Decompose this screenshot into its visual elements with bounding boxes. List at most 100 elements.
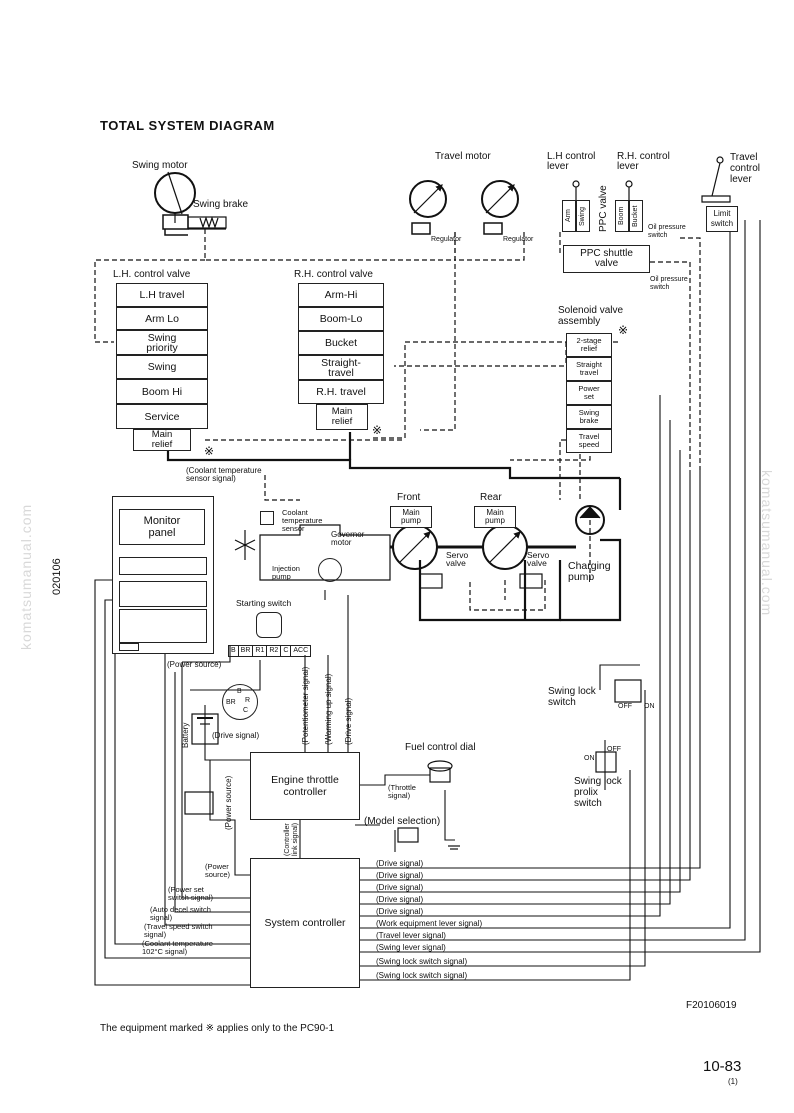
terminal-r1: R1 [253, 646, 268, 656]
monitor-gauge-row [119, 581, 207, 607]
model-selection-label: (Model selection) [364, 816, 441, 827]
monitor-panel-frame: Monitor panel [112, 496, 214, 654]
lh-cell-arm-lo: Arm Lo [116, 307, 208, 330]
rear-pump-label: Rear [480, 492, 502, 503]
oil-pressure-switch-top: Oil pressure switch [648, 224, 686, 239]
left-signal-power-source: (Power source) [205, 862, 231, 879]
solenoid-cell-power-set: Power set [566, 381, 612, 405]
servo-valve-front-label: Servo valve [446, 550, 469, 568]
swing-lock-off: OFF [618, 703, 632, 710]
right-signal-3: (Drive signal) [376, 895, 424, 904]
swing-lock-on: ON [644, 703, 655, 710]
drive-signal-battery: (Drive signal) [212, 731, 260, 740]
right-signal-8: (Swing lock switch signal) [376, 957, 468, 966]
right-signal-6: (Travel lever signal) [376, 931, 446, 940]
left-signal-coolant: (Coolant temperature 102°C signal) [142, 939, 213, 956]
oil-pressure-switch-bottom: Oil pressure switch [650, 276, 688, 291]
prolix-off: OFF [607, 746, 621, 753]
lh-main-relief: Main relief [133, 429, 191, 451]
servo-valve-rear-label: Servo valve [527, 550, 550, 568]
swing-motor-label: Swing motor [132, 160, 188, 171]
power-source-side-label: (Power source) [224, 775, 233, 830]
charging-pump-label: Charging pump [568, 560, 611, 583]
mark-solenoid: ※ [618, 323, 629, 337]
solenoid-cell-2-stage-relief: 2-stage relief [566, 333, 612, 357]
throttle-signal-label: (Throttle signal) [388, 783, 416, 800]
swing-brake-label: Swing brake [193, 199, 249, 210]
monitor-panel-screen: Monitor panel [119, 509, 205, 545]
right-signal-4: (Drive signal) [376, 907, 424, 916]
monitor-connector [119, 643, 139, 651]
ppc-cell-swing: Swing [576, 200, 590, 232]
right-signal-5: (Work equipment lever signal) [376, 919, 483, 928]
injection-pump-label: Injection pump [272, 564, 300, 581]
rh-cell-bucket: Bucket [298, 331, 384, 355]
key-switch-icon [256, 612, 282, 638]
warming-up-signal: (Warming up signal) [324, 673, 333, 745]
lh-cell-boom-hi: Boom Hi [116, 379, 208, 404]
rh-cell-arm-hi: Arm-Hi [298, 283, 384, 307]
starting-switch-terminals: B BR R1 R2 C ACC [228, 645, 312, 657]
coolant-sensor-box [260, 511, 274, 525]
rh-main-relief: Main relief [316, 404, 368, 430]
coolant-signal-label: (Coolant temperature sensor signal) [186, 466, 262, 483]
right-signal-0: (Drive signal) [376, 859, 424, 868]
travel-motor-label: Travel motor [435, 151, 491, 162]
page-title: TOTAL SYSTEM DIAGRAM [100, 118, 275, 133]
ppc-valve-label: PPC valve [598, 185, 609, 232]
ppc-shuttle-valve: PPC shuttle valve [563, 245, 650, 273]
right-signal-9: (Swing lock switch signal) [376, 971, 468, 980]
solenoid-cell-swing-brake: Swing brake [566, 405, 612, 429]
controller-link-signal: (Controller link signal) [284, 822, 299, 856]
rotor-br: BR [226, 699, 236, 706]
rh-cell-boom-lo: Boom-Lo [298, 307, 384, 331]
right-signal-2: (Drive signal) [376, 883, 424, 892]
footnote: The equipment marked ※ applies only to t… [100, 1023, 335, 1034]
lh-cell-swing-priority: Swing priority [116, 330, 208, 355]
starting-switch-rotor: B BR R C [222, 684, 258, 720]
left-signal-auto-decel: (Auto decel switch signal) [150, 905, 211, 922]
left-signal-power-set: (Power set switch signal) [168, 885, 214, 902]
lh-cell-swing: Swing [116, 355, 208, 379]
lh-control-valve-label: L.H. control valve [113, 269, 191, 280]
swing-lock-switch-label: Swing lock switch [548, 686, 596, 708]
page-sub: (1) [728, 1077, 738, 1086]
right-signal-7: (Swing lever signal) [376, 943, 446, 952]
rh-cell-rh-travel: R.H. travel [298, 380, 384, 404]
monitor-switch-row [119, 609, 207, 643]
right-signal-1: (Drive signal) [376, 871, 424, 880]
starting-switch-label: Starting switch [236, 598, 292, 608]
lh-control-lever-label: L.H control lever [547, 151, 596, 172]
solenoid-cell-straight-travel: Straight travel [566, 357, 612, 381]
left-signal-travel-speed: (Travel speed switch signal) [144, 922, 213, 939]
governor-motor-label: Governor motor [331, 530, 365, 547]
rh-control-lever-label: R.H. control lever [617, 151, 670, 172]
drive-signal-vertical: (Drive signal) [344, 697, 353, 745]
rh-control-valve-label: R.H. control valve [294, 269, 373, 280]
terminal-b: B [229, 646, 239, 656]
front-pump-label: Front [397, 492, 421, 503]
terminal-br: BR [239, 646, 254, 656]
main-pump-front: Main pump [390, 506, 432, 528]
figure-code: F20106019 [686, 1000, 737, 1011]
rotor-b: B [237, 688, 242, 695]
solenoid-valve-label: Solenoid valve assembly [558, 305, 624, 327]
fuel-control-dial-label: Fuel control dial [405, 742, 476, 753]
mark-lh-relief: ※ [204, 444, 215, 458]
ppc-cell-boom: Boom [615, 200, 629, 232]
side-code: 020106 [51, 558, 63, 595]
prolix-on: ON [584, 755, 595, 762]
travel-control-lever-label: Travel control lever [730, 152, 761, 185]
rotor-c: C [243, 707, 249, 714]
watermark-right: komatsumanual.com [759, 470, 775, 617]
mark-rh-relief: ※ [372, 423, 383, 437]
rh-cell-straight-travel: Straight- travel [298, 355, 384, 380]
power-source-top-label: (Power source) [167, 660, 222, 669]
terminal-acc: ACC [293, 647, 309, 654]
system-controller: System controller [250, 858, 360, 988]
lh-cell-service: Service [116, 404, 208, 429]
watermark-left: komatsumanual.com [18, 503, 34, 650]
regulator-left-label: Regulator [431, 236, 462, 243]
engine-throttle-controller: Engine throttle controller [250, 752, 360, 820]
